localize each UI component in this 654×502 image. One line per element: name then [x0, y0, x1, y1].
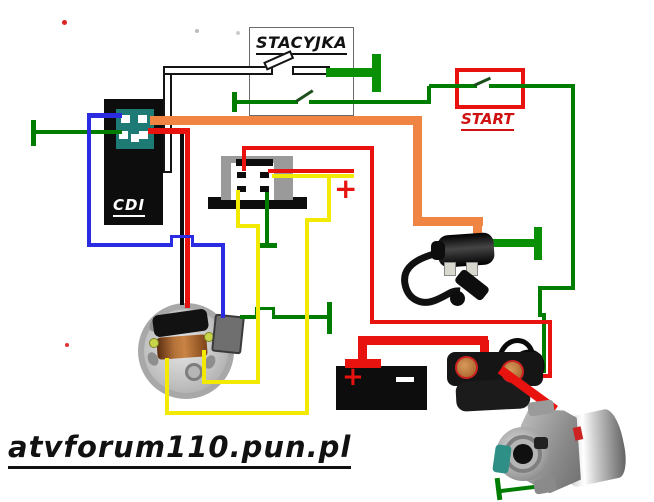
cdi-pin [139, 131, 148, 139]
ignition-switch-contact [292, 66, 330, 75]
battery-positive-terminal [345, 359, 381, 368]
starter-motor [478, 395, 638, 500]
stator-screw [149, 338, 159, 348]
rectifier-tab [236, 159, 273, 166]
wire-blue-segment [87, 113, 91, 247]
wire-green-segment [429, 84, 477, 88]
wire-green-segment [309, 100, 430, 104]
ground-terminal-bar [327, 302, 332, 334]
wire-red-thick [358, 336, 488, 345]
wire-green-segment [538, 286, 575, 290]
wire-yellow-segment [202, 350, 206, 382]
coil-terminal [444, 262, 456, 276]
dot [62, 20, 67, 25]
cdi-pin [131, 134, 139, 142]
stator-connector [211, 313, 245, 355]
start-button-box [455, 68, 525, 109]
stator-bottom-hole [185, 363, 203, 381]
wire-red-segment [370, 146, 374, 324]
spark-plug-cap-tip [450, 291, 465, 306]
ignition-switch-output-wire [326, 68, 378, 77]
wire-green-segment [427, 86, 431, 104]
wire-yellow-segment [256, 224, 260, 384]
wire-black-segment [180, 133, 184, 305]
wire-green-segment [35, 130, 122, 134]
start-button-label: START [461, 110, 514, 131]
wire-red-segment [242, 146, 374, 150]
dot [65, 343, 69, 347]
kill-wire-segment [163, 66, 273, 75]
rectifier-pin [237, 186, 246, 192]
wire-yellow-segment [165, 411, 309, 415]
wire-green-segment [571, 84, 575, 290]
ignition-switch-label: STACYJKA [256, 33, 348, 55]
cdi-pin [138, 115, 147, 123]
wire-red-thick [358, 337, 367, 363]
wire-red-segment [242, 147, 246, 171]
coil-ground-wire [492, 239, 540, 247]
wire-orange-segment [150, 116, 422, 125]
wire-green-hop [272, 309, 275, 319]
ground-terminal-bar-thick [534, 227, 542, 260]
wire-green-segment [273, 315, 330, 319]
spark-plug-lead [401, 248, 461, 306]
relay-terminal [455, 356, 478, 379]
dot [236, 31, 240, 35]
wire-blue-segment [221, 243, 225, 318]
rectifier-base [208, 197, 307, 209]
motor-mount-lug [532, 477, 558, 495]
rectifier-pin [237, 172, 246, 178]
cdi-label: CDI [113, 196, 146, 217]
watermark-text: atvforum110.pun.pl [8, 430, 352, 469]
wire-red-segment [148, 128, 190, 134]
rectifier-pin [260, 186, 269, 192]
ground-terminal-bar [31, 120, 36, 146]
wire-yellow-segment [327, 176, 331, 222]
wire-yellow-segment [202, 380, 260, 384]
ignition-coil-boot [431, 241, 445, 260]
wire-yellow-segment [165, 358, 169, 413]
wire-red-segment [268, 169, 354, 173]
wire-green-segment [265, 192, 269, 245]
wire-yellow-segment [236, 190, 240, 227]
wire-yellow-segment [305, 218, 331, 222]
wire-red-segment [185, 128, 190, 308]
ground-terminal-bar-thick [372, 54, 381, 92]
wire-blue-hop [170, 237, 173, 247]
cdi-pin [121, 115, 130, 123]
wire-green-segment [240, 315, 258, 319]
wire-yellow-segment [272, 174, 354, 178]
dot [195, 29, 199, 33]
wire-red-segment [370, 320, 552, 324]
wire-green-hop [255, 307, 275, 310]
battery-plus-label: + [342, 362, 364, 392]
rectifier-plus-label: + [334, 172, 358, 205]
wire-green-segment [542, 313, 546, 373]
cdi-pin [119, 131, 128, 139]
wire-blue-hop [170, 235, 194, 238]
battery-minus-symbol [396, 377, 414, 382]
wire-green-segment [538, 286, 542, 316]
wire-blue-segment [88, 113, 122, 118]
wire-blue-segment [192, 243, 225, 247]
ground-terminal-bar [257, 243, 277, 248]
wire-green-segment [489, 84, 575, 88]
battery [336, 366, 427, 410]
rectifier-pin [260, 172, 269, 178]
wire-orange-segment [413, 217, 483, 226]
motor-terminal [534, 437, 548, 449]
wire-green-segment [236, 100, 298, 104]
wire-red-segment [548, 320, 552, 378]
wire-orange-segment [413, 122, 422, 225]
stator-pickup-coil [156, 334, 208, 360]
motor-shaft-hole [513, 444, 533, 464]
wire-blue-hop [191, 237, 194, 247]
ground-terminal-bar [232, 92, 237, 112]
wire-yellow-segment [305, 218, 309, 415]
wire-blue-segment [87, 243, 172, 247]
wire-yellow-segment [236, 224, 260, 228]
